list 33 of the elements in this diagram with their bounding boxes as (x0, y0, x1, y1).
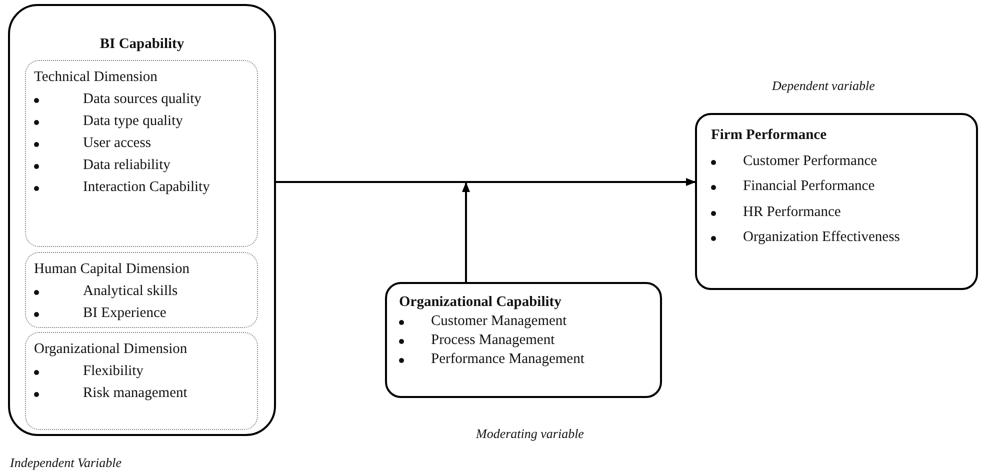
arrow (276, 178, 696, 186)
list-item: Risk management (83, 385, 188, 402)
variable-box (385, 282, 662, 398)
box-heading: Human Capital Dimension (34, 261, 190, 278)
dimension-box (25, 60, 258, 247)
list-item: Data reliability (83, 157, 170, 174)
dimension-box (25, 332, 258, 430)
list-item: Data sources quality (83, 91, 202, 108)
list-item: Organization Effectiveness (743, 229, 900, 246)
list-item: Analytical skills (83, 283, 178, 300)
variable-box (695, 113, 978, 290)
arrow (462, 182, 470, 282)
box-heading: Organizational Dimension (34, 341, 188, 358)
box-heading: Firm Performance (711, 127, 827, 144)
variable-box (8, 4, 276, 436)
list-item: Performance Management (431, 351, 584, 368)
box-heading: Technical Dimension (34, 69, 158, 86)
list-item: Flexibility (83, 363, 144, 380)
variable-caption: Dependent variable (772, 78, 875, 94)
box-heading: Organizational Capability (399, 294, 562, 311)
list-item: User access (83, 135, 152, 152)
dimension-box (25, 252, 258, 328)
variable-caption: Moderating variable (476, 426, 584, 442)
variable-caption: Independent Variable (10, 455, 122, 471)
list-item: Customer Management (431, 313, 567, 330)
list-item: BI Experience (83, 305, 166, 322)
list-item: HR Performance (743, 204, 841, 220)
list-item: Process Management (431, 332, 555, 349)
list-item: Financial Performance (743, 178, 875, 195)
list-item: Interaction Capability (83, 179, 210, 196)
list-item: Data type quality (83, 113, 183, 130)
list-item: Customer Performance (743, 152, 878, 170)
box-heading: BI Capability (98, 36, 186, 53)
